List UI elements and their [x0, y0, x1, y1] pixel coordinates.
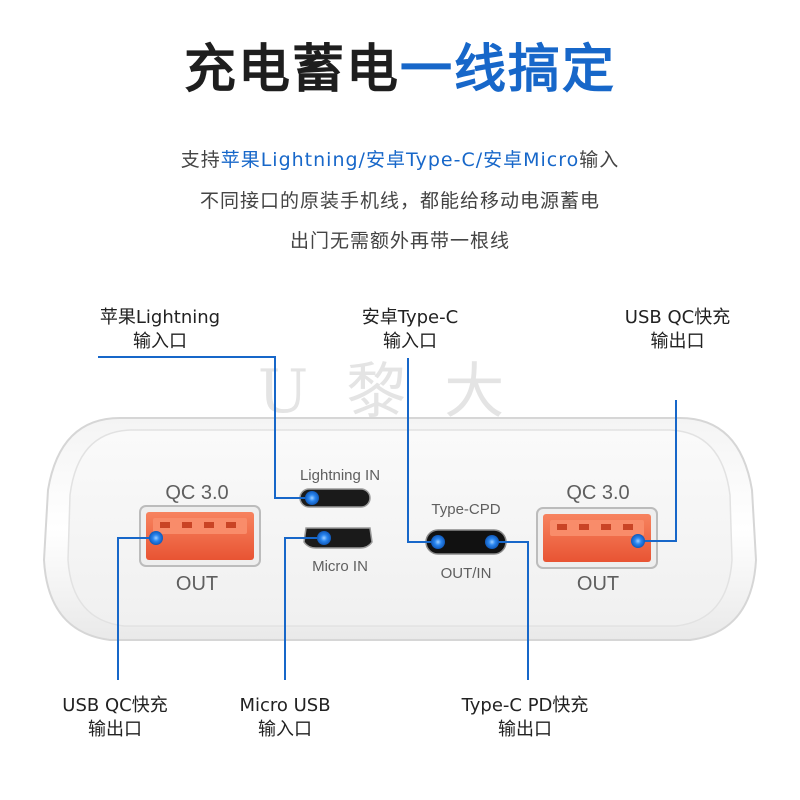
right-usb-port: [536, 507, 658, 569]
leader-micro: [284, 537, 322, 680]
right-port-top-label: QC 3.0: [566, 482, 629, 504]
leader-typec-out: [492, 541, 529, 680]
callout-usb-right: USB QC快充 输出口: [605, 306, 750, 354]
callout-typec-out-line-1: Type-C PD快充: [461, 695, 589, 716]
callout-lightning-line-1: 苹果Lightning: [99, 307, 221, 328]
callout-lightning-line-2: 输入口: [133, 331, 187, 352]
callout-typec-in-line-2: 输入口: [383, 331, 437, 352]
leader-usb-right: [638, 400, 677, 542]
callout-micro-line-2: 输入口: [258, 719, 312, 740]
leader-typec-in: [407, 358, 438, 543]
callout-typec-in: 安卓Type-C 输入口: [340, 306, 480, 354]
leader-usb-left: [117, 537, 154, 680]
description-line-2: 不同接口的原装手机线，都能给移动电源蓄电: [199, 190, 600, 212]
description-line-1-prefix: 支持: [180, 149, 221, 171]
callout-usb-left-line-2: 输出口: [88, 719, 142, 740]
title-part-1: 充电蓄电: [183, 40, 400, 100]
callout-micro-line-1: Micro USB: [239, 695, 331, 716]
callout-usb-left-line-1: USB QC快充: [62, 695, 168, 716]
right-port-bottom-label: OUT: [577, 573, 619, 595]
callout-usb-left: USB QC快充 输出口: [40, 694, 190, 742]
callout-typec-in-line-1: 安卓Type-C: [361, 307, 459, 328]
left-port-top-label: QC 3.0: [165, 482, 228, 504]
callout-typec-out-line-2: 输出口: [498, 719, 552, 740]
typec-port-bottom-label: OUT/IN: [441, 565, 492, 582]
typec-port-top-label: Type-CPD: [431, 501, 500, 518]
callout-lightning: 苹果Lightning 输入口: [75, 306, 245, 354]
page-title: 充电蓄电一线搞定: [0, 38, 800, 102]
description-highlight: 苹果Lightning/安卓Type-C/安卓Micro: [220, 149, 580, 171]
callout-micro: Micro USB 输入口: [215, 694, 355, 742]
micro-port-label: Micro IN: [312, 558, 368, 575]
description-line-3: 出门无需额外再带一根线: [289, 230, 510, 252]
leader-lightning: [98, 356, 312, 499]
lightning-port-label: Lightning IN: [300, 467, 380, 484]
callout-usb-right-line-1: USB QC快充: [624, 307, 731, 328]
device-face: [67, 429, 733, 627]
callout-usb-right-line-2: 输出口: [650, 331, 705, 352]
title-part-2: 一线搞定: [400, 40, 617, 100]
callout-typec-out: Type-C PD快充 输出口: [440, 694, 610, 742]
leader-lines: [98, 356, 677, 680]
connection-dots: [149, 491, 645, 549]
left-usb-port: [139, 505, 261, 567]
left-port-bottom-label: OUT: [176, 573, 218, 595]
description-line-1-suffix: 输入: [579, 149, 620, 171]
description-line-1: 支持苹果Lightning/安卓Type-C/安卓Micro输入: [0, 147, 800, 173]
